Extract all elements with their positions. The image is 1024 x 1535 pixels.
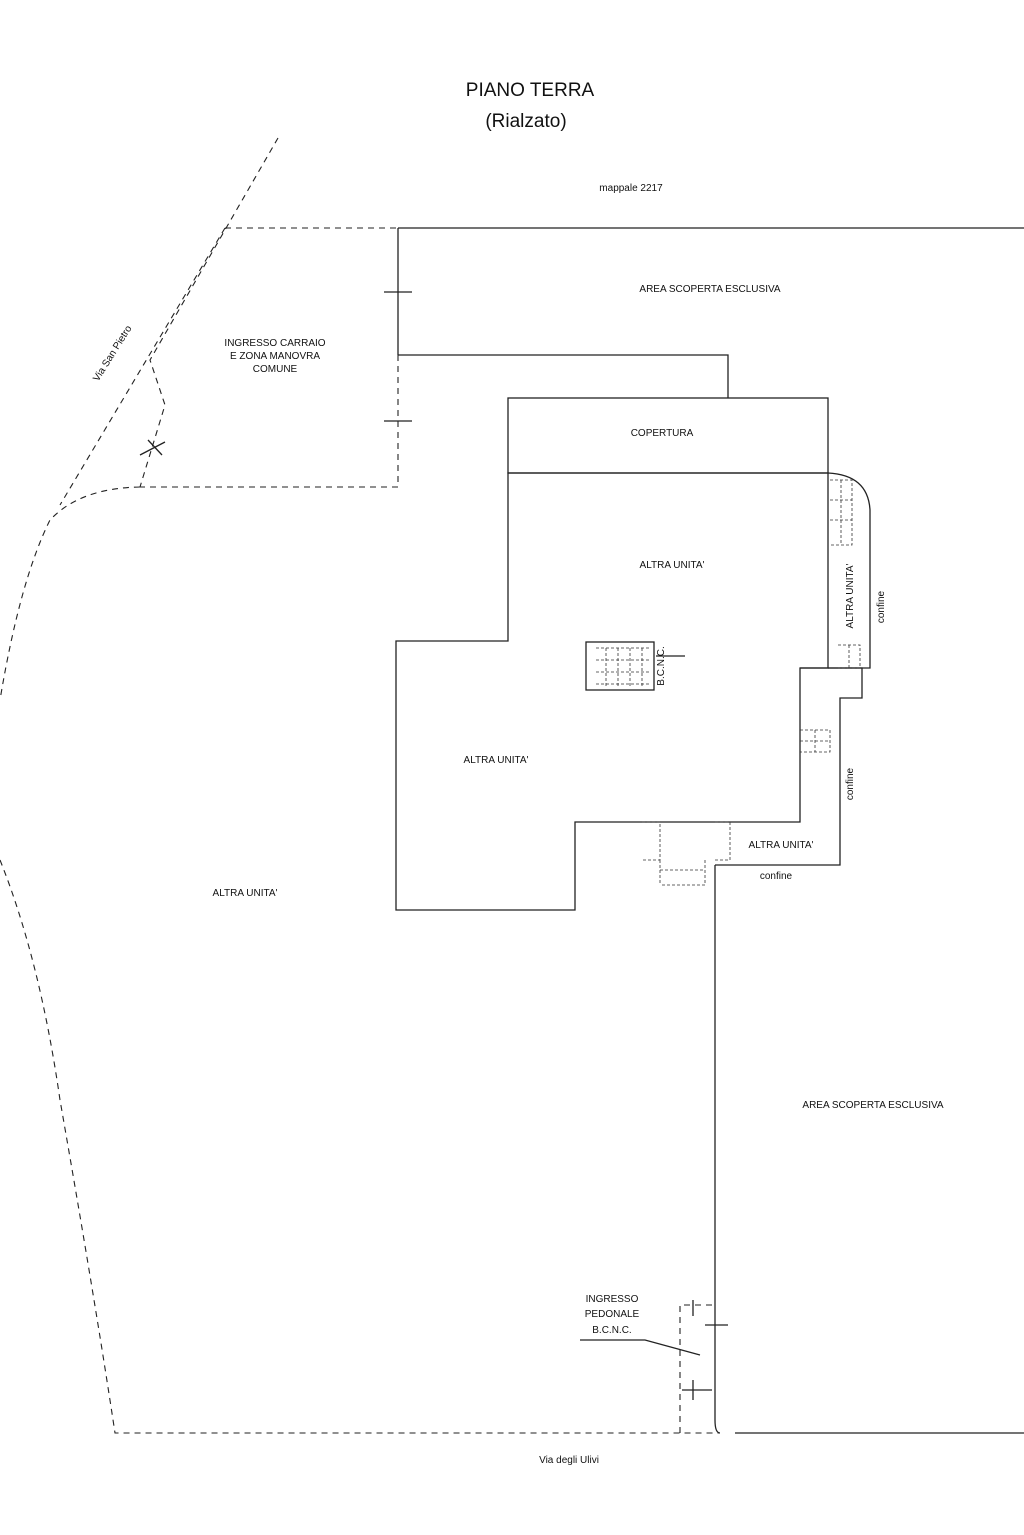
mappale-label: mappale 2217 (599, 183, 663, 194)
ingresso-pedonale-line1: INGRESSO (586, 1294, 639, 1305)
ingresso-carraio-line1: INGRESSO CARRAIO (224, 338, 325, 349)
boundary-lines (0, 137, 1024, 1434)
bcnc-stair-label: B.C.N.C. (656, 646, 667, 685)
plan-subtitle: (Rialzato) (485, 111, 566, 132)
altra-unita-top: ALTRA UNITA' (640, 560, 705, 571)
area-scoperta-top: AREA SCOPERTA ESCLUSIVA (639, 284, 780, 295)
altra-unita-small: ALTRA UNITA' (749, 840, 814, 851)
confine-label-3: confine (760, 871, 793, 882)
ingresso-carraio-line3: COMUNE (253, 364, 298, 375)
altra-unita-center: ALTRA UNITA' (464, 755, 529, 766)
confine-label-2: confine (845, 767, 856, 800)
copertura-label: COPERTURA (631, 428, 694, 439)
street-via-degli-ulivi: Via degli Ulivi (539, 1455, 599, 1466)
ingresso-pedonale-line3: B.C.N.C. (592, 1325, 631, 1336)
ingresso-carraio-line2: E ZONA MANOVRA (230, 351, 320, 362)
building-outline (395, 397, 871, 911)
area-scoperta-bottom: AREA SCOPERTA ESCLUSIVA (802, 1100, 943, 1111)
altra-unita-strip: ALTRA UNITA' (845, 563, 856, 628)
confine-label-1: confine (876, 590, 887, 623)
ingresso-pedonale-line2: PEDONALE (585, 1309, 640, 1320)
street-via-san-pietro: Via San Pietro (91, 323, 134, 383)
altra-unita-left: ALTRA UNITA' (213, 888, 278, 899)
plan-title: PIANO TERRA (466, 80, 595, 101)
